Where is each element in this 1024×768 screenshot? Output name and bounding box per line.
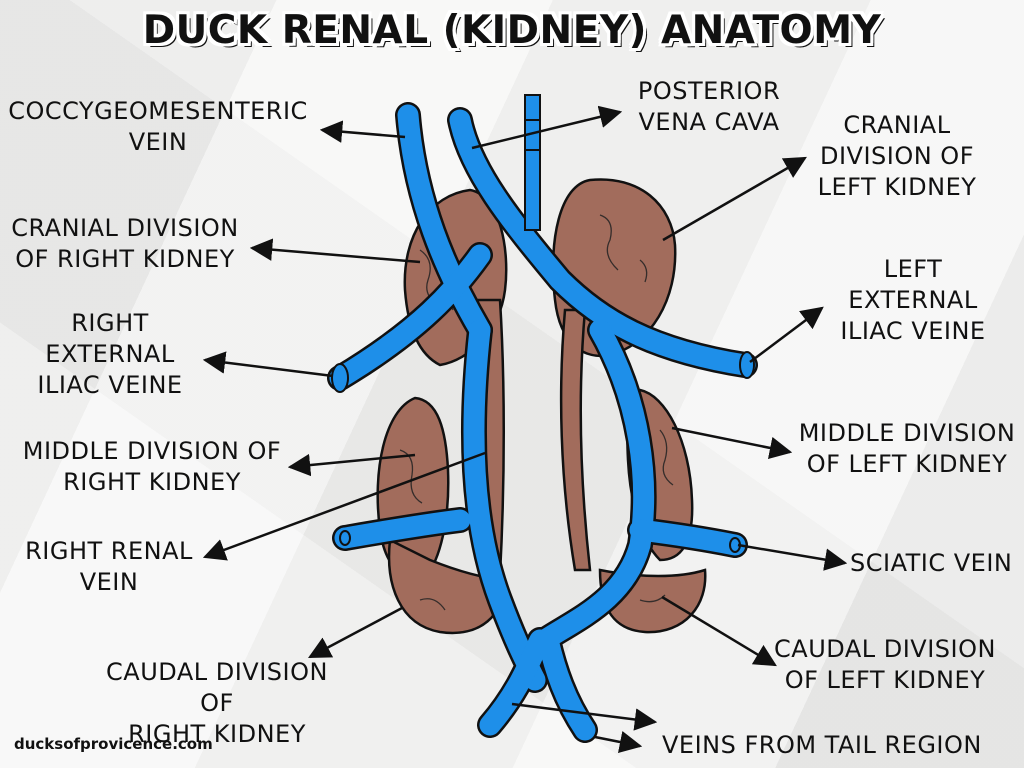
tail-vein-left-shape <box>479 629 551 736</box>
page-title: DUCK RENAL (KIDNEY) ANATOMY <box>142 8 882 53</box>
label-posterior-vena-cava: POSTERIOR VENA CAVA <box>637 77 781 136</box>
right-external-iliac-vein-shape <box>329 244 491 389</box>
left-iliac-stump <box>739 351 755 379</box>
coccygeomesenteric-vein-shape <box>397 104 491 341</box>
right-sciatic-branch-shape <box>334 509 471 549</box>
arrow-sciatic <box>737 543 848 571</box>
arrow-right-renal <box>202 451 486 561</box>
arrow-coccygeomesenteric <box>319 120 406 143</box>
right-kidney-caudal-lobe <box>387 538 507 635</box>
tail-vein-right-shape <box>537 629 596 741</box>
arrow-right-iliac <box>202 351 334 378</box>
right-sciatic-stump <box>339 530 351 546</box>
annotation-arrows <box>202 105 848 754</box>
arrow-middle-left <box>671 426 793 459</box>
arrow-cranial-left <box>662 156 807 242</box>
label-coccygeomesenteric-vein: COCCYGEOMESENTERIC VEIN <box>8 97 308 156</box>
right-iliac-stump <box>331 363 349 393</box>
label-right-external-iliac-veine: RIGHT EXTERNAL ILIAC VEINE <box>37 309 183 399</box>
label-middle-division-right-kidney: MIDDLE DIVISION OF RIGHT KIDNEY <box>22 437 282 496</box>
arrow-posterior-vena-cava <box>471 105 623 150</box>
arrow-caudal-right <box>308 606 403 659</box>
label-cranial-division-left-kidney: CRANIAL DIVISION OF LEFT KIDNEY <box>817 111 977 201</box>
sciatic-vein-shape <box>629 519 746 556</box>
label-right-renal-vein: RIGHT RENAL VEIN <box>25 537 193 596</box>
right-renal-vein-shape <box>463 319 546 691</box>
arrow-left-iliac <box>749 306 824 363</box>
label-left-external-iliac-veine: LEFT EXTERNAL ILIAC VEINE <box>840 255 986 345</box>
posterior-vena-cava-shape <box>449 109 756 376</box>
arrow-middle-right <box>287 453 416 477</box>
footer-website: ducksofprovicence.com <box>14 735 213 753</box>
label-caudal-division-left-kidney: CAUDAL DIVISION OF LEFT KIDNEY <box>774 635 996 694</box>
cranial-vessel-ladder <box>524 94 541 231</box>
label-middle-division-left-kidney: MIDDLE DIVISION OF LEFT KIDNEY <box>798 419 1016 478</box>
arrow-cranial-right <box>249 238 421 264</box>
left-kidney-medial-band <box>559 308 592 572</box>
arrow-tail-2 <box>594 730 643 754</box>
arrow-tail-1 <box>511 702 658 731</box>
label-caudal-division-right-kidney: CAUDAL DIVISION OF RIGHT KIDNEY <box>106 658 328 748</box>
vein-network <box>327 102 758 743</box>
label-cranial-division-right-kidney: CRANIAL DIVISION OF RIGHT KIDNEY <box>11 214 239 273</box>
label-sciatic-vein: SCIATIC VEIN <box>850 549 1013 577</box>
kidney-texture <box>399 214 674 611</box>
arrow-caudal-left <box>661 595 777 667</box>
label-veins-from-tail-region: VEINS FROM TAIL REGION <box>662 731 982 759</box>
